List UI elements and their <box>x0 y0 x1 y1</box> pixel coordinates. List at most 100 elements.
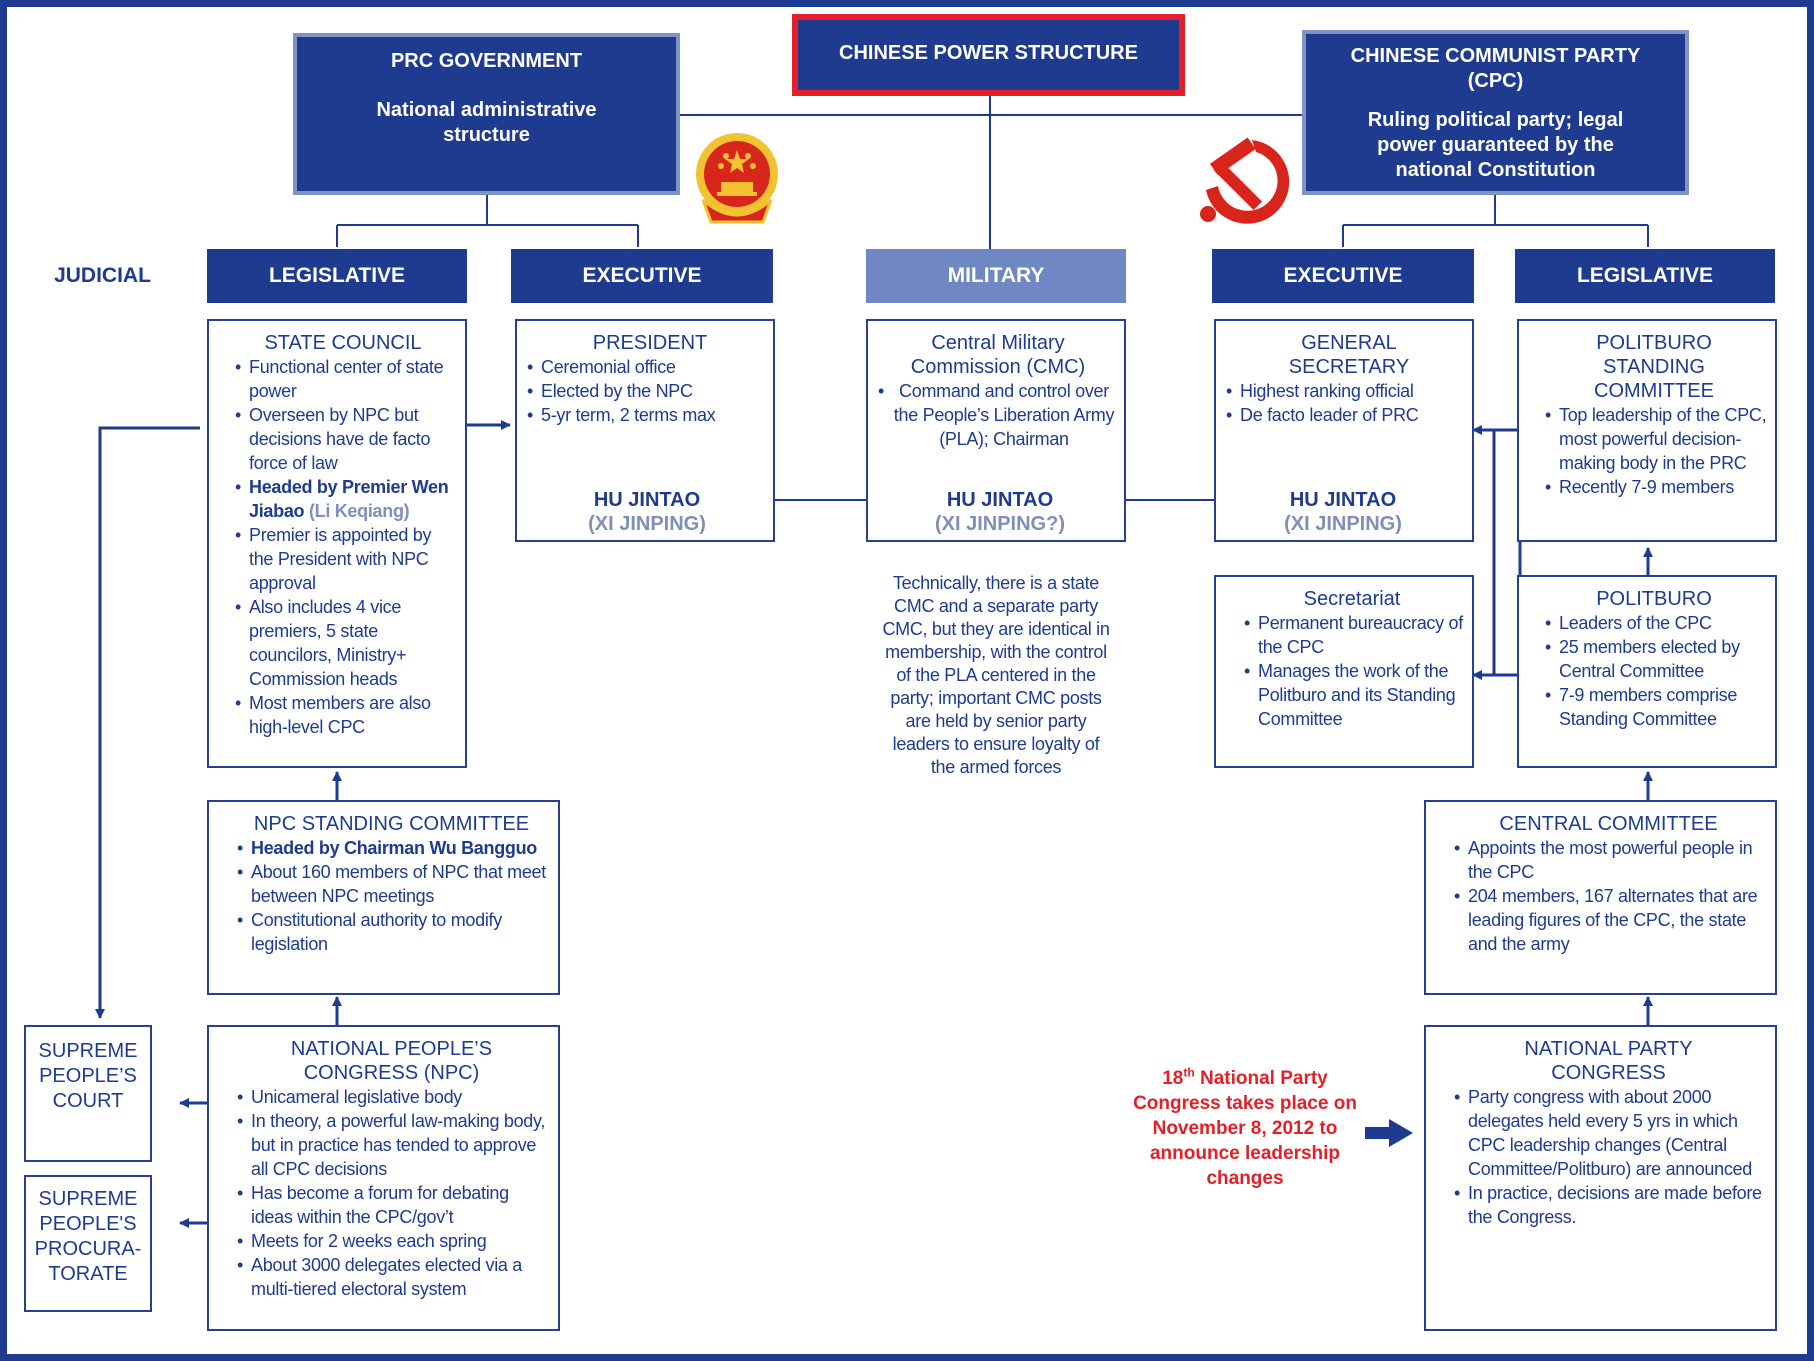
header-legislative-gov: LEGISLATIVE <box>207 249 467 303</box>
list-item: Also includes 4 vice premiers, 5 state c… <box>235 595 455 691</box>
cmc-leader: HU JINTAO (XI JINPING?) <box>920 488 1080 536</box>
list-item: Unicameral legislative body <box>237 1085 550 1109</box>
list-item: Overseen by NPC but decisions have de fa… <box>235 403 455 475</box>
npc-standing-committee-title: NPC STANDING COMMITTEE <box>253 813 530 835</box>
list-item: Party congress with about 2000 delegates… <box>1454 1085 1767 1181</box>
list-item: Headed by Premier Wen Jiabao (Li Keqiang… <box>235 475 455 523</box>
npc-standing-committee-list: Headed by Chairman Wu Bangguo About 160 … <box>233 836 550 956</box>
list-item: Functional center of state power <box>235 355 455 403</box>
cmc-leader-successor: (XI JINPING?) <box>934 513 1065 535</box>
supreme-procuratorate-label: SUPREME PEOPLE'S PROCURA-TORATE <box>34 1188 142 1285</box>
page-title: CHINESE POWER STRUCTURE <box>839 42 1138 64</box>
list-item: 25 members elected by Central Committee <box>1545 635 1767 683</box>
state-council-title: STATE COUNCIL <box>264 332 422 354</box>
politburo-box: POLITBURO Leaders of the CPC 25 members … <box>1517 575 1777 768</box>
cmc-leader-name: HU JINTAO <box>944 489 1056 511</box>
list-item: Recently 7-9 members <box>1545 475 1767 499</box>
npc-box: NATIONAL PEOPLE’S CONGRESS (NPC) Unicame… <box>207 1025 560 1331</box>
list-item: Manages the work of the Politburo and it… <box>1244 659 1464 731</box>
general-secretary-leader-successor: (XI JINPING) <box>1284 513 1402 535</box>
president-leader: HU JINTAO (XI JINPING) <box>577 488 717 536</box>
list-item: Top leadership of the CPC, most powerful… <box>1545 403 1767 475</box>
politburo-standing-committee-box: POLITBURO STANDING COMMITTEE Top leaders… <box>1517 319 1777 542</box>
header-military: MILITARY <box>866 249 1126 303</box>
list-item: Has become a forum for debating ideas wi… <box>237 1181 550 1229</box>
list-item: Command and control over the People’s Li… <box>878 379 1116 451</box>
secretariat-list: Permanent bureaucracy of the CPC Manages… <box>1240 611 1464 731</box>
party-congress-ordinal: th <box>1183 1065 1195 1080</box>
list-item: In theory, a powerful law-making body, b… <box>237 1109 550 1181</box>
cmc-note: Technically, there is a state CMC and a … <box>882 573 1110 777</box>
header-judicial: JUDICIAL <box>30 249 175 303</box>
npc-chairman-name: Headed by Chairman Wu Bangguo <box>251 838 537 858</box>
prc-emblem-icon <box>696 133 778 224</box>
party-congress-note: 18th National Party Congress takes place… <box>1125 1066 1365 1191</box>
list-item: Highest ranking official <box>1226 379 1464 403</box>
list-item: Premier is appointed by the President wi… <box>235 523 455 595</box>
politburo-list: Leaders of the CPC 25 members elected by… <box>1541 611 1767 731</box>
list-item: Most members are also high-level CPC <box>235 691 455 739</box>
list-item: Headed by Chairman Wu Bangguo <box>237 836 550 860</box>
politburo-standing-committee-list: Top leadership of the CPC, most powerful… <box>1541 403 1767 499</box>
cpc-subtitle: Ruling political party; legal power guar… <box>1367 109 1624 181</box>
general-secretary-title: GENERAL SECRETARY <box>1288 332 1410 378</box>
npc-list: Unicameral legislative body In theory, a… <box>233 1085 550 1301</box>
list-item: Appoints the most powerful people in the… <box>1454 836 1767 884</box>
prc-government-title: PRC GOVERNMENT <box>390 50 583 72</box>
cpc-title: CHINESE COMMUNIST PARTY (CPC) <box>1350 45 1641 92</box>
general-secretary-leader: HU JINTAO (XI JINPING) <box>1273 488 1413 536</box>
cpc-box: CHINESE COMMUNIST PARTY (CPC) Ruling pol… <box>1302 30 1689 195</box>
president-list: Ceremonial office Elected by the NPC 5-y… <box>527 355 765 427</box>
premier-successor: (Li Keqiang) <box>308 501 410 521</box>
party-congress-number: 18 <box>1162 1068 1184 1089</box>
header-executive-gov: EXECUTIVE <box>511 249 773 303</box>
premier-name: Headed by Premier Wen Jiabao <box>249 477 449 521</box>
list-item: About 160 members of NPC that meet betwe… <box>237 860 550 908</box>
national-party-congress-list: Party congress with about 2000 delegates… <box>1450 1085 1767 1229</box>
hammer-sickle-icon <box>1200 137 1290 224</box>
national-party-congress-title: NATIONAL PARTY CONGRESS <box>1524 1038 1693 1084</box>
politburo-standing-committee-title: POLITBURO STANDING COMMITTEE <box>1594 332 1714 402</box>
supreme-court-box: SUPREME PEOPLE’S COURT <box>24 1025 152 1162</box>
supreme-court-label: SUPREME PEOPLE’S COURT <box>38 1040 138 1112</box>
list-item: Constitutional authority to modify legis… <box>237 908 550 956</box>
politburo-title: POLITBURO <box>1596 588 1712 610</box>
list-item: 7-9 members comprise Standing Committee <box>1545 683 1767 731</box>
npc-standing-committee-box: NPC STANDING COMMITTEE Headed by Chairma… <box>207 800 560 995</box>
secretariat-box: Secretariat Permanent bureaucracy of the… <box>1214 575 1474 768</box>
president-leader-successor: (XI JINPING) <box>588 513 706 535</box>
central-committee-title: CENTRAL COMMITTEE <box>1499 813 1718 835</box>
general-secretary-list: Highest ranking official De facto leader… <box>1226 379 1464 427</box>
state-council-box: STATE COUNCIL Functional center of state… <box>207 319 467 768</box>
list-item: Elected by the NPC <box>527 379 765 403</box>
state-council-list: Functional center of state power Oversee… <box>231 355 455 739</box>
president-leader-name: HU JINTAO <box>591 489 703 511</box>
central-committee-box: CENTRAL COMMITTEE Appoints the most powe… <box>1424 800 1777 995</box>
national-party-congress-box: NATIONAL PARTY CONGRESS Party congress w… <box>1424 1025 1777 1331</box>
central-committee-list: Appoints the most powerful people in the… <box>1450 836 1767 956</box>
general-secretary-leader-name: HU JINTAO <box>1287 489 1399 511</box>
list-item: Permanent bureaucracy of the CPC <box>1244 611 1464 659</box>
header-legislative-party: LEGISLATIVE <box>1515 249 1775 303</box>
list-item: De facto leader of PRC <box>1226 403 1464 427</box>
list-item: 5-yr term, 2 terms max <box>527 403 765 427</box>
header-executive-party: EXECUTIVE <box>1212 249 1474 303</box>
prc-government-subtitle: National administrative structure <box>376 99 597 146</box>
list-item: About 3000 delegates elected via a multi… <box>237 1253 550 1301</box>
list-item: Ceremonial office <box>527 355 765 379</box>
party-congress-text: National Party Congress takes place on N… <box>1133 1068 1357 1189</box>
list-item: Leaders of the CPC <box>1545 611 1767 635</box>
npc-title: NATIONAL PEOPLE’S CONGRESS (NPC) <box>290 1038 493 1084</box>
cmc-title: Central Military Commission (CMC) <box>910 332 1086 378</box>
list-item: 204 members, 167 alternates that are lea… <box>1454 884 1767 956</box>
list-item: In practice, decisions are made before t… <box>1454 1181 1767 1229</box>
page-title-box: CHINESE POWER STRUCTURE <box>792 14 1185 96</box>
cmc-list: Command and control over the People’s Li… <box>878 379 1116 451</box>
big-arrow-icon <box>1365 1119 1413 1147</box>
president-title: PRESIDENT <box>592 332 708 354</box>
secretariat-title: Secretariat <box>1303 588 1401 610</box>
supreme-procuratorate-box: SUPREME PEOPLE'S PROCURA-TORATE <box>24 1175 152 1312</box>
list-item: Meets for 2 weeks each spring <box>237 1229 550 1253</box>
